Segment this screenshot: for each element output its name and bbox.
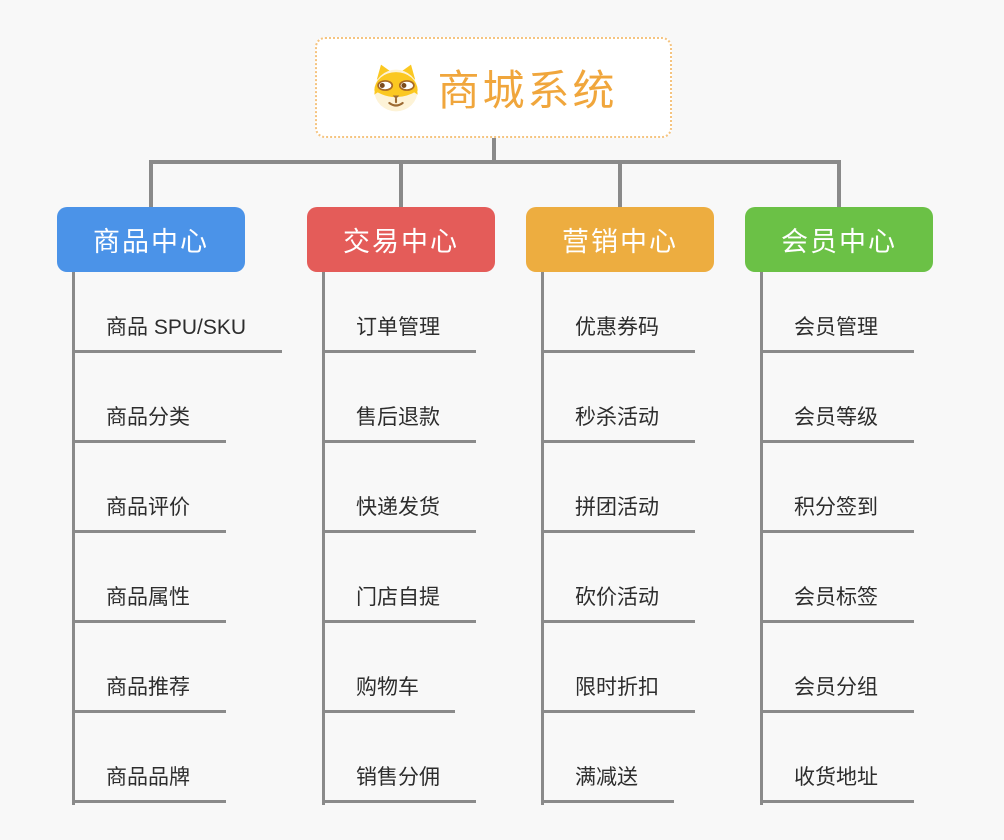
leaf-node-member-management[interactable]: 会员管理	[760, 263, 914, 353]
branch-connector-line	[322, 272, 325, 805]
leaf-node-shopping-cart[interactable]: 购物车	[322, 623, 455, 713]
leaf-node-product-attribute[interactable]: 商品属性	[72, 533, 226, 623]
leaf-node-group-buy[interactable]: 拼团活动	[541, 443, 695, 533]
leaf-label: 会员分组	[760, 671, 914, 713]
root-node-label: 商城系统	[437, 67, 618, 114]
branch-product-center: 商品中心 商品 SPU/SKU 商品分类 商品评价 商品属性 商品推荐 商品品牌	[57, 207, 283, 805]
leaf-label: 商品推荐	[72, 671, 226, 713]
leaf-label: 商品属性	[72, 581, 226, 623]
leaf-node-store-pickup[interactable]: 门店自提	[322, 533, 476, 623]
leaf-node-flash-sale[interactable]: 秒杀活动	[541, 353, 695, 443]
branch-node-trade-center[interactable]: 交易中心	[307, 207, 495, 272]
root-node-mall-system[interactable]: 商城系统	[315, 37, 672, 138]
leaf-label: 秒杀活动	[541, 401, 695, 443]
leaf-label: 砍价活动	[541, 581, 695, 623]
leaf-label: 商品评价	[72, 491, 226, 533]
branch-trade-center: 交易中心 订单管理 售后退款 快递发货 门店自提 购物车 销售分佣	[307, 207, 495, 805]
leaf-label: 拼团活动	[541, 491, 695, 533]
leaf-label: 商品品牌	[72, 761, 226, 803]
leaf-node-member-group[interactable]: 会员分组	[760, 623, 914, 713]
leaf-node-product-review[interactable]: 商品评价	[72, 443, 226, 533]
leaf-label: 门店自提	[322, 581, 476, 623]
branch-marketing-center: 营销中心 优惠券码 秒杀活动 拼团活动 砍价活动 限时折扣 满减送	[526, 207, 714, 805]
leaf-node-points-checkin[interactable]: 积分签到	[760, 443, 914, 533]
leaf-node-sales-commission[interactable]: 销售分佣	[322, 713, 476, 803]
dog-face-icon	[374, 64, 419, 111]
leaf-node-bargain-activity[interactable]: 砍价活动	[541, 533, 695, 623]
branch-member-center: 会员中心 会员管理 会员等级 积分签到 会员标签 会员分组 收货地址	[745, 207, 933, 805]
leaf-label: 积分签到	[760, 491, 914, 533]
leaf-node-aftersale-refund[interactable]: 售后退款	[322, 353, 476, 443]
leaf-node-product-recommend[interactable]: 商品推荐	[72, 623, 226, 713]
leaf-node-full-reduction[interactable]: 满减送	[541, 713, 674, 803]
leaf-label: 售后退款	[322, 401, 476, 443]
leaf-label: 销售分佣	[322, 761, 476, 803]
leaf-node-product-spu-sku[interactable]: 商品 SPU/SKU	[72, 263, 283, 353]
leaf-label: 快递发货	[322, 491, 476, 533]
branch-node-marketing-center[interactable]: 营销中心	[526, 207, 714, 272]
leaf-label: 收货地址	[760, 761, 914, 803]
leaf-label: 订单管理	[322, 311, 476, 353]
branch-connector-line	[541, 272, 544, 805]
leaf-node-limited-time-discount[interactable]: 限时折扣	[541, 623, 695, 713]
leaf-node-product-brand[interactable]: 商品品牌	[72, 713, 226, 803]
leaf-label: 会员管理	[760, 311, 914, 353]
branch-connector-line	[72, 272, 75, 805]
tree-outer-line	[149, 160, 841, 207]
leaf-node-product-category[interactable]: 商品分类	[72, 353, 226, 443]
leaf-label: 会员等级	[760, 401, 914, 443]
leaf-node-shipping-address[interactable]: 收货地址	[760, 713, 914, 803]
leaf-label: 优惠券码	[541, 311, 695, 353]
branch-node-member-center[interactable]: 会员中心	[745, 207, 933, 272]
leaf-label: 商品 SPU/SKU	[72, 311, 283, 353]
leaf-node-coupon-code[interactable]: 优惠券码	[541, 263, 695, 353]
leaf-label: 购物车	[322, 671, 455, 713]
leaf-label: 满减送	[541, 761, 674, 803]
leaf-node-member-level[interactable]: 会员等级	[760, 353, 914, 443]
leaf-label: 限时折扣	[541, 671, 695, 713]
leaf-node-order-management[interactable]: 订单管理	[322, 263, 476, 353]
leaf-label: 会员标签	[760, 581, 914, 623]
branch-connector-line	[760, 272, 763, 805]
leaf-label: 商品分类	[72, 401, 226, 443]
leaf-node-member-tag[interactable]: 会员标签	[760, 533, 914, 623]
branch-node-product-center[interactable]: 商品中心	[57, 207, 245, 272]
leaf-node-express-shipping[interactable]: 快递发货	[322, 443, 476, 533]
